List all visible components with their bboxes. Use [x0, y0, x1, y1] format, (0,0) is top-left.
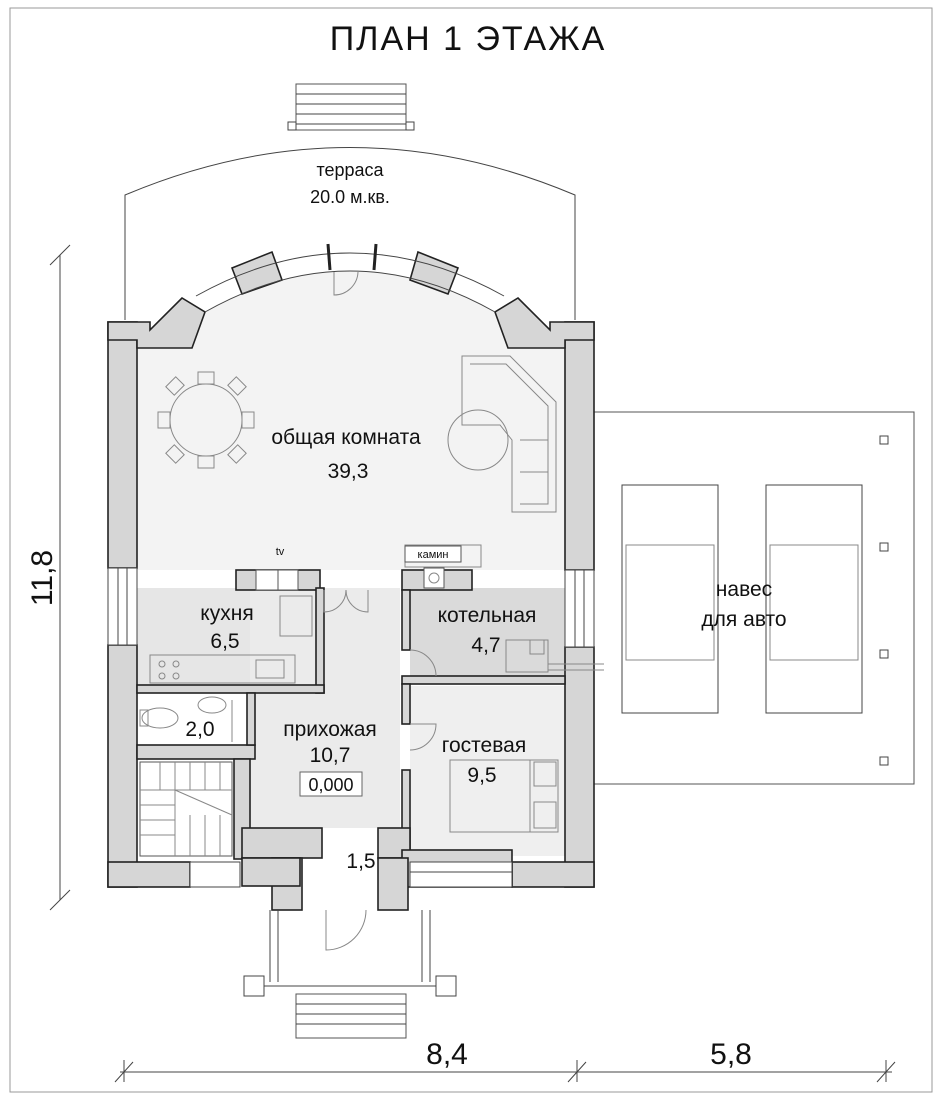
kitchen-name: кухня [200, 602, 253, 625]
fireplace: камин [404, 544, 482, 589]
bathroom-fixtures [139, 696, 233, 742]
tv: tv [255, 546, 299, 591]
bathroom-area: 2,0 [185, 718, 214, 741]
carport-post [879, 435, 889, 445]
fireplace-label: камин [418, 549, 449, 561]
guest-room-area: 9,5 [467, 764, 496, 787]
carport-post [879, 756, 889, 766]
kitchen-area: 6,5 [210, 630, 239, 653]
windows [107, 567, 595, 888]
boiler-room-name: котельная [438, 604, 537, 627]
vestibule-area: 1,5 [346, 850, 375, 873]
guest-bed [449, 759, 559, 833]
carport-post [879, 542, 889, 552]
terrace: терраса 20.0 м.кв. [124, 83, 576, 320]
car-bay-right [765, 484, 863, 714]
level-mark-box [299, 771, 363, 797]
level-mark: 0,000 [308, 775, 353, 795]
staircase [139, 761, 233, 857]
dimension-height: 11,8 [26, 244, 71, 911]
common-room-name: общая комната [271, 426, 421, 449]
dimension-width: 8,4 5,8 [114, 1038, 896, 1083]
common-room-area: 39,3 [328, 460, 369, 483]
boiler-equipment [505, 639, 604, 673]
sofa [447, 355, 557, 513]
dining-table [157, 371, 255, 469]
page-frame [9, 7, 933, 1093]
boiler-room-floor [410, 588, 565, 676]
common-room-floor [137, 271, 565, 570]
dimension-height-label: 11,8 [26, 550, 59, 606]
coffee-table [447, 409, 509, 471]
room-labels: общая комната 39,3 кухня 6,5 котельная 4… [185, 426, 536, 873]
carport-name-line1: навес [716, 578, 772, 601]
boiler-room-area: 4,7 [471, 634, 500, 657]
carport: навес для авто [591, 411, 915, 785]
hall-name: прихожая [283, 718, 377, 741]
terrace-name: терраса [316, 160, 384, 180]
dimension-width-carport: 5,8 [710, 1038, 752, 1071]
terrace-area: 20.0 м.кв. [310, 187, 390, 207]
doors [323, 271, 437, 951]
entrance-porch [243, 910, 457, 1039]
hall-area: 10,7 [310, 744, 351, 767]
terrace-steps [295, 83, 407, 131]
carport-name-line2: для авто [701, 608, 786, 631]
kitchen-counter [149, 595, 313, 684]
dimension-width-house: 8,4 [426, 1038, 468, 1071]
guest-room-name: гостевая [442, 734, 526, 757]
tv-label: tv [276, 546, 285, 558]
car-bay-left [621, 484, 719, 714]
plan-title: ПЛАН 1 ЭТАЖА [330, 20, 607, 58]
entrance-steps [295, 993, 407, 1039]
carport-post [879, 649, 889, 659]
